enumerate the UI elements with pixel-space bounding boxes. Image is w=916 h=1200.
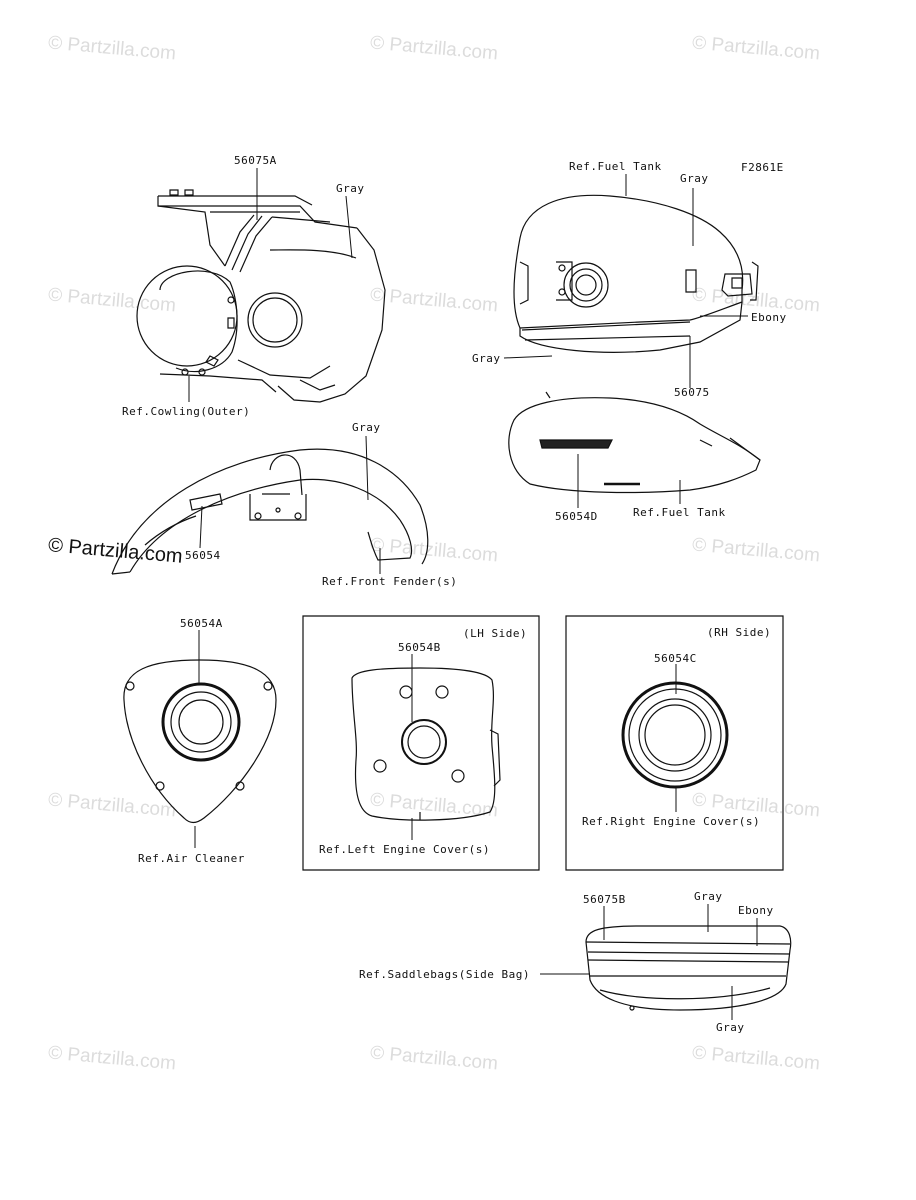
lh-part-number: 56054B [398,641,441,654]
cowling-gray-label: Gray [336,182,365,195]
air-cleaner-part-number: 56054A [180,617,223,630]
saddlebag-drawing [586,926,791,1010]
fuel-tank-side-drawing [509,392,760,492]
cowling-part-number: 56075A [234,154,277,167]
lh-box-frame [303,616,539,870]
saddlebag-gray-top: Gray [694,890,723,903]
rh-ref-label: Ref.Right Engine Cover(s) [582,815,761,828]
saddlebag-gray-bottom: Gray [716,1021,745,1034]
lh-ref-label: Ref.Left Engine Cover(s) [319,843,490,856]
fuel-tank-gray-left: Gray [472,352,501,365]
figure-code: F2861E [741,161,784,174]
fuel-tank-top-drawing [514,195,758,352]
fuel-tank-part-number: 56075 [674,386,710,399]
lh-engine-cover-drawing [352,668,500,820]
fuel-tank-gray-top: Gray [680,172,709,185]
tank-side-ref-label: Ref.Fuel Tank [633,506,726,519]
rh-engine-cover-drawing [623,683,727,787]
rh-side-label: (RH Side) [707,626,772,639]
leader-lines [189,168,757,1020]
fuel-tank-ref-top: Ref.Fuel Tank [569,160,662,173]
fender-part-number: 56054 [185,549,221,562]
saddlebag-ref-label: Ref.Saddlebags(Side Bag) [359,968,530,981]
rh-box-frame [566,616,783,870]
air-cleaner-ref-label: Ref.Air Cleaner [138,852,245,865]
saddlebag-ebony: Ebony [738,904,774,917]
cowling-ref-label: Ref.Cowling(Outer) [122,405,251,418]
saddlebag-part-number: 56075B [583,893,626,906]
fender-gray-label: Gray [352,421,381,434]
rh-part-number: 56054C [654,652,697,665]
lh-side-label: (LH Side) [463,627,528,640]
fender-ref-label: Ref.Front Fender(s) [322,575,458,588]
front-fender-drawing [112,449,428,574]
tank-side-part-number: 56054D [555,510,598,523]
air-cleaner-drawing [124,660,276,823]
fuel-tank-ebony: Ebony [751,311,787,324]
cowling-drawing [137,190,385,402]
